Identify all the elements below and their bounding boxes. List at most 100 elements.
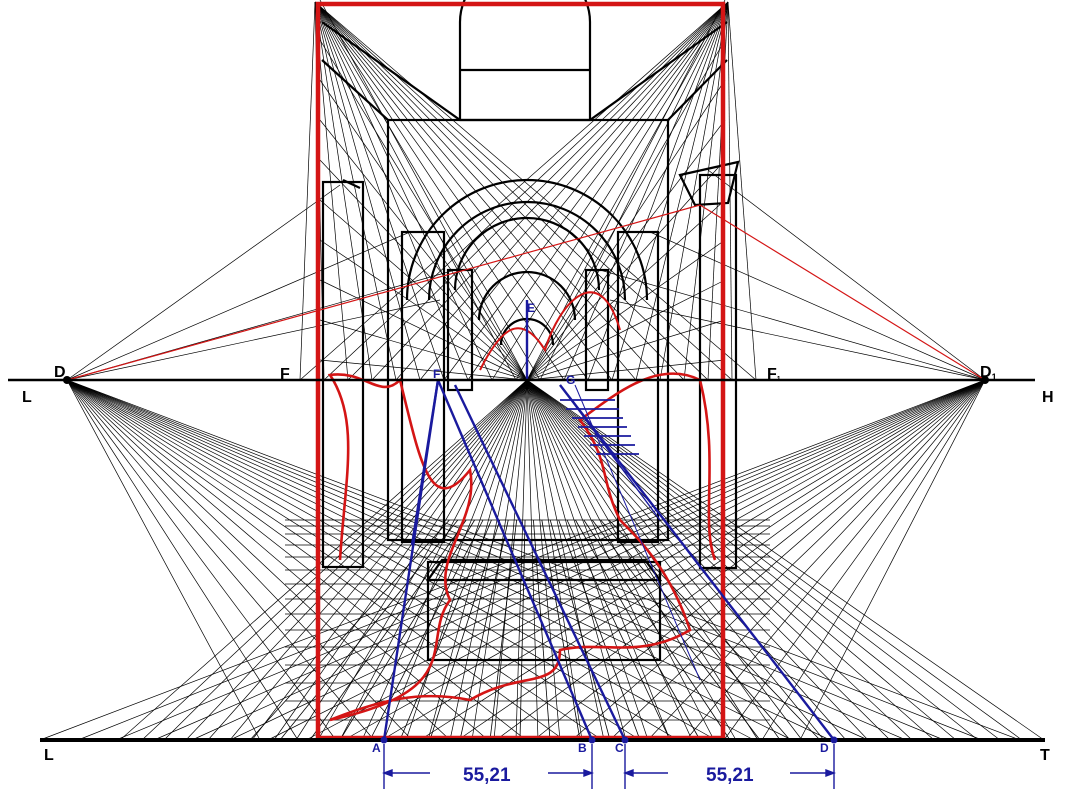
diagonal-ray-d1 [799,379,986,741]
arcade-pillar [698,173,738,570]
red-contour [479,291,621,371]
vanishing-ray [319,319,528,381]
ceiling-ray [515,1,729,381]
red-construction-line [699,204,986,381]
diagonal-ray-d [66,379,527,741]
floor-grid-line [399,519,492,741]
floor-grid-line [249,519,450,741]
label-L-ground: L [44,747,54,764]
vanishing-ray [229,379,528,741]
diagonal-ray-d [66,379,489,741]
vanishing-ray [319,199,528,381]
diagonal-ray-d1 [685,379,986,741]
measuring-line [574,384,701,681]
measuring-line [410,379,440,546]
diagonal-ray-d [66,379,641,741]
point-b-marker [588,736,596,744]
ceiling-ray [299,1,316,381]
vanishing-ray [319,119,528,381]
arch [405,178,649,301]
label-D: D [54,364,66,381]
dimension-right [623,744,836,789]
ceiling-ray [314,1,685,381]
point-b-label: B [578,741,587,755]
vanishing-ray [339,379,528,741]
vanishing-ray [526,379,825,741]
measuring-line [436,379,594,741]
point-f-label: F [433,367,440,381]
arcade-pillar [321,180,365,569]
diagonal-ray-d1 [571,379,986,741]
ceiling-ray [635,1,729,381]
diagonal-ray-d [66,379,717,741]
diagonal-ray-d [66,299,441,381]
vanishing-ray [526,239,726,381]
diagonal-ray-d1 [609,379,986,741]
vanishing-ray [526,199,726,381]
point-c-marker [621,736,629,744]
ceiling-ray [659,1,729,381]
vanishing-ray [526,379,1001,741]
label-L-horizon: L [22,389,32,406]
diagonal-ray-d1 [419,379,986,741]
ceiling-ray [314,1,613,381]
floor-grid-line [541,519,581,741]
vanishing-rays [39,0,1045,741]
ceiling-ray [314,1,469,381]
diagonal-ray-d1 [343,379,986,741]
vanishing-ray [526,319,726,381]
ceiling-ray [314,1,757,381]
floor-grid-line [279,519,459,741]
diagonal-ray-d [66,379,451,741]
ceiling-ray [395,1,729,381]
arcade-pillar [616,230,660,544]
diagonal-ray-d [66,379,413,741]
label-F: F [280,366,290,383]
diagonal-ray-d1 [533,379,986,741]
arcade-pillar [426,560,662,662]
ceiling-ray [727,1,757,381]
point-g-label: G [566,373,575,387]
diagonal-ray-d [66,379,793,741]
diagonal-ray-d1 [649,231,986,381]
vault-rib [458,22,592,120]
diagonal-ray-d [66,379,337,741]
vanishing-ray [163,379,528,741]
column-capital [678,160,740,207]
vanishing-ray [526,379,935,741]
point-d-marker [830,736,838,744]
arch [427,200,627,301]
vault-rib [321,59,728,121]
ceiling-ray [467,1,729,381]
diagonal-ray-d1 [495,379,986,741]
dimension-left-value: 55,21 [463,765,511,786]
ceiling-ray [587,1,729,381]
column-capital [342,179,361,189]
diagonal-ray-d [66,184,341,381]
ceiling-ray [314,1,541,381]
diagonal-ray-d1 [647,379,986,741]
ceiling-ray [539,1,729,381]
vanishing-ray [526,119,726,381]
vanishing-ray [319,79,528,381]
measuring-line [559,384,661,521]
vanishing-ray [526,379,913,741]
ceiling-ray [314,1,709,381]
ceiling-ray [563,1,729,381]
arch [453,216,601,291]
floor-grid-line [558,519,641,741]
ceiling-ray [323,1,729,381]
vanishing-point-d1 [981,376,989,384]
vanishing-ray [319,359,528,381]
diagonal-ray-d [66,379,679,741]
diagonal-ray-d [66,379,565,741]
vanishing-ray [526,379,847,741]
floor-grid-line [600,519,791,741]
ceiling-ray [611,1,729,381]
vanishing-ray [185,379,528,741]
ceiling-ray [314,1,661,381]
vanishing-ray [526,379,1045,741]
vanishing-ray [526,379,1023,741]
